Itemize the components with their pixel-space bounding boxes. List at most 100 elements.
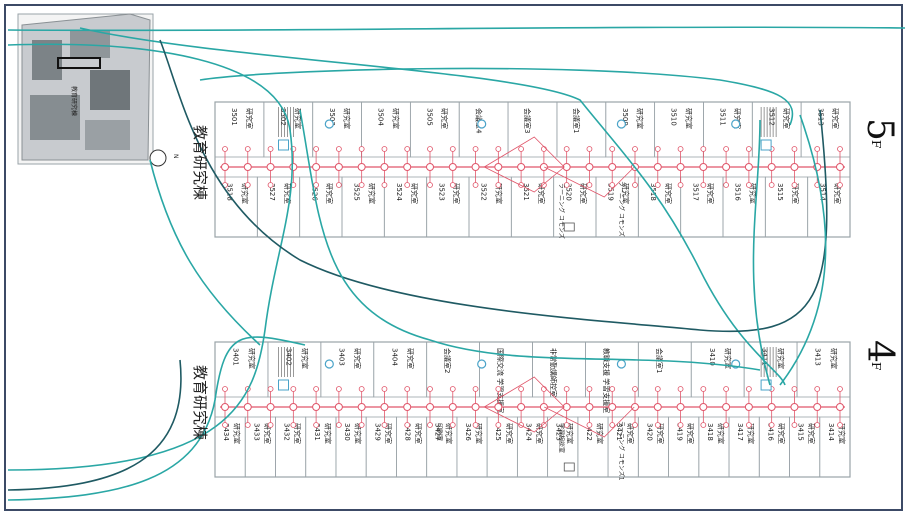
outlet-node [723,422,730,428]
room-top [796,341,851,398]
network-node [448,163,457,171]
outlet-node [609,182,616,188]
outlet-node [427,386,433,392]
switch-icon [760,379,772,391]
outlet-node [540,146,547,152]
outlet-node [837,386,843,392]
route-branch [483,376,565,433]
network-node [448,403,457,411]
access-point-icon [477,119,487,129]
room-kind: 研究室 [391,108,400,129]
outlet-node [358,182,365,188]
outlet-node [540,422,547,428]
network-node [676,163,685,171]
room-number: 3433 [252,423,260,441]
outlet-node [677,182,684,188]
network-node [471,403,480,411]
room-kind: 研究室 [241,183,250,204]
room-kind: 研究室 [325,183,334,204]
room-kind: 研究室 [505,423,514,444]
room-number: 3411 [761,348,769,366]
room-number: 3522 [480,183,488,201]
room-number: 3425 [494,423,502,441]
room-kind: 研究室 [782,108,791,129]
outlet-node [244,182,251,188]
outlet-node [768,422,775,428]
outlet-node [290,422,297,428]
room-kind: 研究室 [706,183,715,204]
outlet-node [518,146,525,152]
room-kind: 研究室 [837,423,846,444]
room-kind: 研究室 [368,183,377,204]
outlet-node [404,422,411,428]
route-branch [483,136,565,193]
outlet-node [267,182,274,188]
outlet-node [472,182,479,188]
outlet-node [472,146,479,152]
room-kind: 研究室 [777,348,786,369]
outlet-node [472,422,479,428]
outlet-node [632,422,638,428]
access-point-icon [616,359,627,369]
outlet-node [335,386,342,392]
network-node [699,403,708,411]
network-node [836,403,844,411]
room-kind: 研究室 [833,183,842,204]
outlet-node [381,422,388,428]
room-kind: 研究室 [749,183,758,204]
outlet-node [267,146,274,152]
network-node [722,403,731,411]
site-map: 教育研究棟 N [17,13,179,167]
floor-number-5: 5 [859,118,900,141]
outlet-node [586,146,593,152]
room-number: 会議室2 [443,348,452,373]
room-bottom [819,416,851,478]
room-number: 3514 [818,183,826,201]
outlet-node [267,422,274,428]
outlet-node [267,386,274,392]
network-node [699,163,708,171]
outlet-node [563,386,570,392]
outlet-node [632,182,638,188]
building-name-5f: 教育研究棟 [191,125,209,200]
room-number: 教職支援 学習支援室 [602,348,611,413]
room-kind: 研究室 [414,423,423,444]
outer-frame [4,4,903,511]
network-node [790,163,799,171]
outlet-node [586,182,593,188]
room-bottom [807,176,851,238]
outlet-node [427,422,433,428]
network-node [334,403,343,411]
network-node [494,163,503,171]
room-number: 3502 [279,108,287,126]
network-node [608,403,617,411]
outlet-node [495,422,502,428]
cable-line [299,109,761,371]
outlet-node [632,386,638,392]
outlet-node [837,422,843,428]
cable-line [149,159,261,346]
room-number: 3516 [734,183,742,201]
room-number: 3524 [395,183,403,201]
site-map-block [30,95,80,140]
room-number: 3523 [437,183,445,201]
outlet-node [313,422,320,428]
room-number: 3422 [585,423,593,441]
room-kind: 研究室 [354,423,363,444]
route-branch [544,406,635,438]
network-node [767,163,776,171]
site-map-block [90,70,130,110]
outlet-node [654,386,661,392]
room-kind: 研究室 [342,108,351,129]
room-kind: 研究室 [684,108,693,129]
room-number: 3429 [373,423,381,441]
outlet-node [335,182,342,188]
outlet-node [495,182,502,188]
outlet-node [700,146,707,152]
network-node [494,403,503,411]
room-number: 会議室1 [572,108,581,133]
switch-icon [760,139,772,151]
room-number: 非常勤講師控室 [549,348,558,397]
